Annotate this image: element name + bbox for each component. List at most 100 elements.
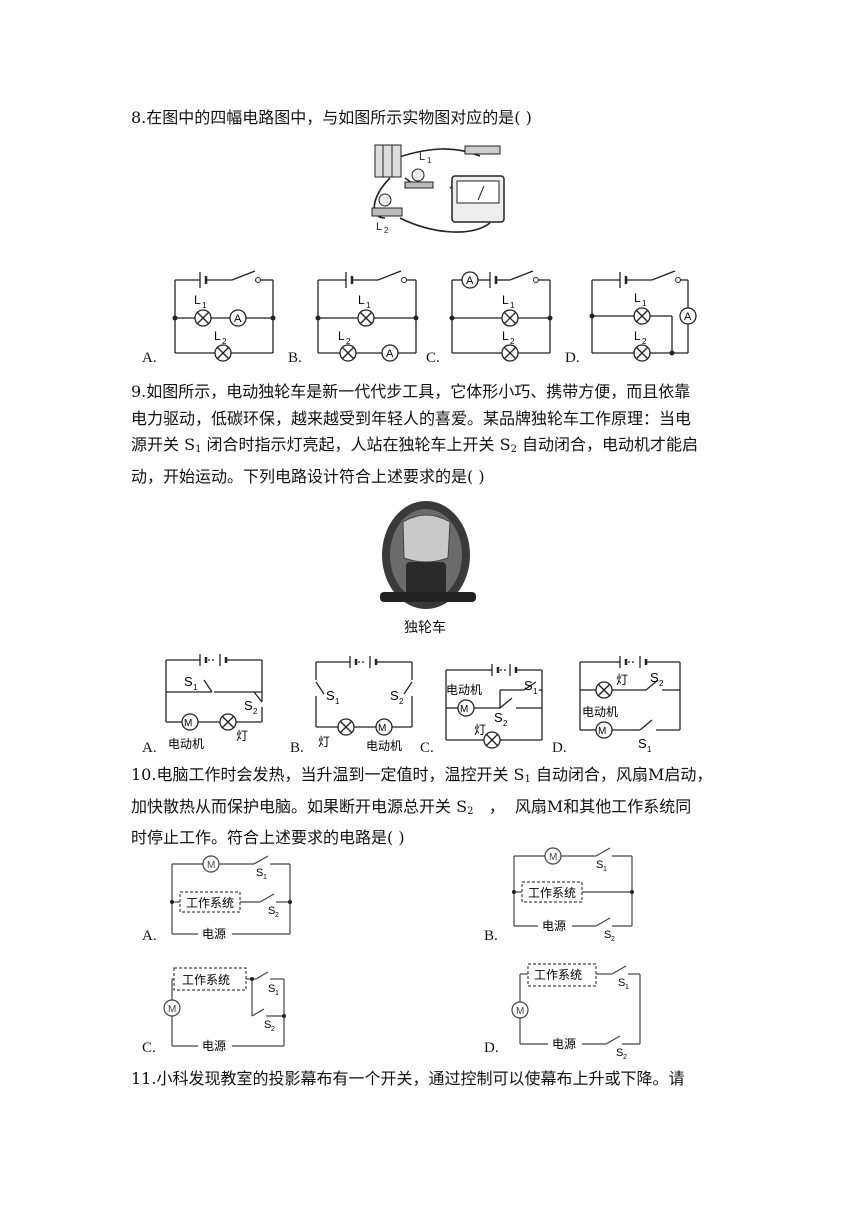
q10-line2: 加快散热从而保护电脑。如果断开电源总开关 S2 ， 风扇M和其他工作系统同 (131, 794, 731, 826)
s1-sub: 1 (533, 687, 538, 696)
s2-label: S (390, 688, 399, 703)
motor-label: 电动机 (582, 705, 618, 719)
q9-line2: 电力驱动，低碳环保，越来越受到年轻人的喜爱。某品牌独轮车工作原理：当电 (131, 408, 692, 428)
s2-label: S (244, 698, 253, 713)
q10-option-a[interactable]: A. (142, 928, 157, 944)
question-8-photo: L 1 L 2 (371, 144, 505, 235)
q9-circuit-b: M S 1 S 2 灯 电动机 (315, 656, 413, 753)
motor-label: 电动机 (446, 683, 482, 697)
q8-option-a[interactable]: A. (142, 350, 157, 366)
q10-line2-b: ， 风扇M和其他工作系统同 (473, 796, 692, 816)
q9-line3-sub2: 2 (510, 444, 517, 455)
s1-sub: 1 (275, 990, 279, 997)
l2-label: L (338, 329, 345, 343)
power-label: 电源 (202, 927, 226, 941)
l2-sub: 2 (346, 337, 351, 346)
q9-line3-b: 闭合时指示灯亮起，人站在独轮车上开关 S (201, 435, 511, 454)
s2-label: S (650, 670, 659, 685)
q9-circuit-a: M S 1 S 2 电动机 灯 (165, 654, 263, 751)
ammeter-b-label: A (386, 348, 394, 360)
s2-label: S (604, 929, 611, 941)
s1-sub: 1 (603, 866, 607, 873)
system-label: 工作系统 (534, 968, 582, 982)
s2-sub: 2 (253, 707, 258, 716)
s1-label: S (524, 678, 533, 693)
q10-option-d[interactable]: D. (484, 1040, 499, 1056)
q8-option-b[interactable]: B. (288, 350, 302, 366)
system-label: 工作系统 (528, 886, 576, 900)
q9-option-b[interactable]: B. (290, 740, 304, 756)
q9-option-a[interactable]: A. (142, 740, 157, 756)
question-10-stem: 10.电脑工作时会发热，当升温到一定值时，温控开关 S1 自动闭合，风扇M启动，… (131, 762, 731, 852)
power-label: 电源 (202, 1039, 226, 1053)
q8-option-d[interactable]: D. (565, 350, 580, 366)
fan-m: M (516, 1006, 524, 1017)
l2-sub: 2 (510, 337, 515, 346)
s1-label: S (268, 983, 275, 995)
q10-line2-sub: 2 (467, 805, 474, 817)
q10-circuit-a: M 工作系统 电源 S 1 S 2 (170, 855, 292, 941)
s1-sub: 1 (193, 683, 198, 692)
s1-label: S (638, 736, 647, 751)
question-8-stem: 8.在图中的四幅电路图中，与如图所示实物图对应的是( ) (131, 108, 532, 127)
q9-circuit-c: M 电动机 S 1 S 2 灯 (445, 664, 543, 749)
l1-label: L (634, 291, 641, 305)
q9-circuit-d: M 灯 S 2 电动机 S 1 (579, 656, 681, 754)
q8-circuit-b: A L 1 L 2 (315, 270, 419, 362)
l1-sub: 1 (202, 301, 207, 310)
photo-l2-sub: 2 (384, 226, 389, 235)
l1-sub: 1 (642, 299, 647, 308)
q10-line2-a: 加快散热从而保护电脑。如果断开电源总开关 S (131, 796, 468, 816)
l2-label: L (634, 329, 641, 343)
s1-sub: 1 (647, 745, 652, 754)
ammeter-c-label: A (466, 275, 474, 287)
lamp-label: 灯 (318, 735, 330, 749)
s2-label: S (494, 710, 503, 725)
fan-m: M (549, 852, 557, 863)
q9-option-c[interactable]: C. (420, 740, 434, 756)
ammeter-a-label: A (234, 313, 242, 325)
q10-option-c[interactable]: C. (142, 1040, 156, 1056)
q10-line1-a: 10.电脑工作时会发热，当升温到一定值时，温控开关 S (131, 765, 525, 784)
s2-sub: 2 (275, 912, 279, 919)
motor-m: M (184, 718, 192, 729)
motor-m: M (378, 723, 386, 734)
motor-m: M (460, 704, 468, 715)
s2-label: S (264, 1019, 271, 1031)
l2-sub: 2 (642, 337, 647, 346)
q9-line3-sub1: 1 (195, 444, 202, 455)
q10-line1: 10.电脑工作时会发热，当升温到一定值时，温控开关 S1 自动闭合，风扇M启动， (131, 762, 731, 794)
power-label: 电源 (542, 919, 566, 933)
s2-sub: 2 (623, 1054, 627, 1061)
l1-label: L (358, 293, 365, 307)
s1-sub: 1 (625, 984, 629, 991)
question-9-stem: 9.如图所示，电动独轮车是新一代代步工具，它体形小巧、携带方便，而且依靠 电力驱… (131, 379, 731, 490)
l1-label: L (502, 293, 509, 307)
s1-label: S (618, 977, 625, 989)
l2-label: L (502, 329, 509, 343)
q10-option-b[interactable]: B. (484, 928, 498, 944)
q8-option-c[interactable]: C. (426, 350, 440, 366)
lamp-label: 灯 (616, 673, 628, 687)
unicycle-caption: 独轮车 (404, 619, 446, 635)
q10-line3: 时停止工作。符合上述要求的电路是( ) (131, 828, 405, 847)
s1-label: S (256, 867, 263, 879)
q8-circuit-a: A L 1 L 2 (172, 270, 276, 362)
s1-label: S (596, 859, 603, 871)
s1-sub: 1 (335, 697, 340, 706)
q9-line4: 动，开始运动。下列电路设计符合上述要求的是( ) (131, 466, 485, 486)
motor-label: 电动机 (168, 737, 204, 751)
s1-label: S (184, 674, 193, 689)
system-label: 工作系统 (186, 896, 234, 910)
s2-sub: 2 (503, 719, 508, 728)
q8-circuit-c: A L 1 L 2 (449, 270, 553, 362)
motor-label: 电动机 (366, 739, 402, 753)
photo-l1-label: L (419, 151, 425, 163)
s1-sub: 1 (263, 874, 267, 881)
q8-circuit-d: A L 1 L 2 (589, 270, 697, 362)
photo-l2-label: L (376, 221, 382, 233)
q9-option-d[interactable]: D. (552, 740, 567, 756)
s2-label: S (616, 1047, 623, 1059)
q9-line3-a: 源开关 S (131, 435, 196, 454)
l1-sub: 1 (510, 301, 515, 310)
